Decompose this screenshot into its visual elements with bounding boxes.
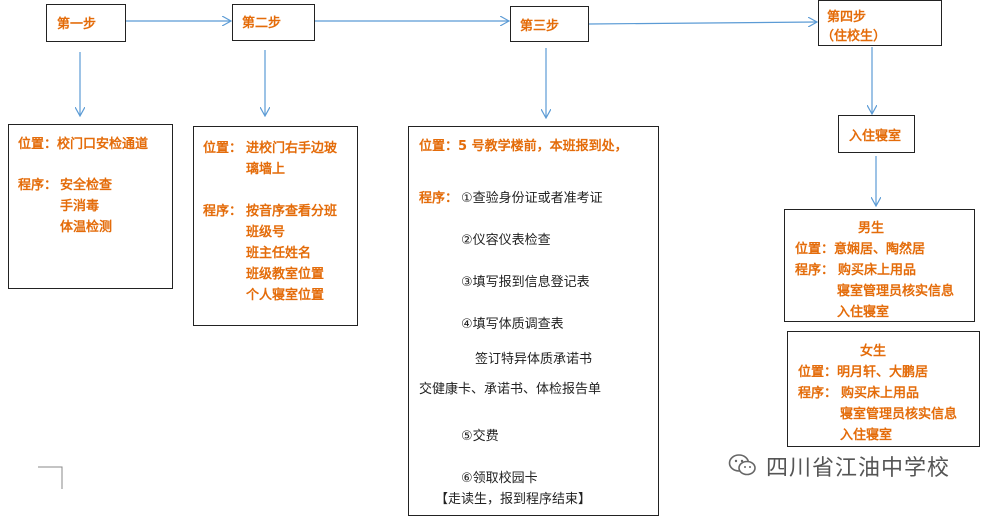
step3-box: 第三步 xyxy=(510,6,589,42)
female-proc-3: 入住寝室 xyxy=(840,428,893,443)
male-proc-1: 购买床上用品 xyxy=(838,263,917,278)
step2-box: 第二步 xyxy=(232,4,315,41)
male-box: 男生 位置：意娴居、陶然居 程序： 购买床上用品 寝室管理员核实信息 入住寝室 xyxy=(784,209,975,322)
box1-location: 位置：校门口安检通道 xyxy=(18,137,149,152)
box1-proc-label: 程序： xyxy=(18,178,58,193)
male-proc-3: 入住寝室 xyxy=(837,305,890,320)
box3-location: 位置：5 号教学楼前，本班报到处， xyxy=(419,139,628,154)
box3-item-5: 签订特异体质承诺书 xyxy=(475,352,593,367)
step1-label: 第一步 xyxy=(57,17,97,32)
box3-proc-label: 程序： xyxy=(419,191,459,206)
step4-sublabel: （住校生） xyxy=(821,29,887,44)
corner-mark xyxy=(38,466,63,489)
box2-proc-4: 班级教室位置 xyxy=(246,267,325,282)
step4-label: 第四步 xyxy=(827,10,867,25)
box2-loc-label: 位置： xyxy=(203,141,243,156)
box2-proc-3: 班主任姓名 xyxy=(246,246,312,261)
step2-label: 第二步 xyxy=(242,16,282,31)
box2-proc-5: 个人寝室位置 xyxy=(246,288,325,303)
female-title: 女生 xyxy=(860,344,887,359)
female-location: 位置：明月轩、大鹏居 xyxy=(798,365,929,380)
male-proc-label: 程序： xyxy=(795,263,835,278)
step1-detail-box: 位置：校门口安检通道 程序： 安全检查 手消毒 体温检测 xyxy=(8,124,173,289)
box3-item-7: ⑤交费 xyxy=(461,429,499,444)
male-proc-2: 寝室管理员核实信息 xyxy=(837,284,955,299)
step3-detail-box: 位置：5 号教学楼前，本班报到处， 程序： ①查验身份证或者准考证 ②仪容仪表检… xyxy=(408,126,659,516)
box1-proc-2: 手消毒 xyxy=(60,199,100,214)
box2-loc-line1: 进校门右手边玻 xyxy=(246,141,338,156)
box3-item-2: ②仪容仪表检查 xyxy=(461,233,551,248)
box3-item-4: ④填写体质调查表 xyxy=(461,317,564,332)
dorm-box: 入住寝室 xyxy=(838,115,915,153)
female-proc-label: 程序： xyxy=(798,386,838,401)
wechat-icon xyxy=(728,454,756,476)
box1-proc-1: 安全检查 xyxy=(60,178,113,193)
box3-item-3: ③填写报到信息登记表 xyxy=(461,275,590,290)
male-title: 男生 xyxy=(858,221,885,236)
box2-proc-label: 程序： xyxy=(203,204,243,219)
box2-proc-1: 按音序查看分班 xyxy=(246,204,338,219)
female-proc-1: 购买床上用品 xyxy=(841,386,920,401)
step3-label: 第三步 xyxy=(520,19,560,34)
watermark: 四川省江油中学校 xyxy=(728,450,950,482)
box3-item-6: 交健康卡、承诺书、体检报告单 xyxy=(419,382,602,397)
female-proc-2: 寝室管理员核实信息 xyxy=(840,407,958,422)
arrow-s3-s4 xyxy=(588,22,816,24)
female-box: 女生 位置：明月轩、大鹏居 程序： 购买床上用品 寝室管理员核实信息 入住寝室 xyxy=(787,331,980,447)
box2-proc-2: 班级号 xyxy=(246,225,286,240)
box1-proc-3: 体温检测 xyxy=(60,220,113,235)
box2-loc-line2: 璃墙上 xyxy=(246,162,286,177)
male-location: 位置：意娴居、陶然居 xyxy=(795,242,926,257)
box3-item-1: ①查验身份证或者准考证 xyxy=(461,191,603,206)
step2-detail-box: 位置： 进校门右手边玻 璃墙上 程序： 按音序查看分班 班级号 班主任姓名 班级… xyxy=(193,126,358,326)
dorm-label: 入住寝室 xyxy=(849,129,902,144)
step1-box: 第一步 xyxy=(46,4,126,42)
box3-item-8: ⑥领取校园卡 xyxy=(461,471,538,486)
box3-item-9: 【走读生，报到程序结束】 xyxy=(435,492,592,507)
step4-box: 第四步 （住校生） xyxy=(818,0,942,46)
watermark-text: 四川省江油中学校 xyxy=(766,456,951,481)
